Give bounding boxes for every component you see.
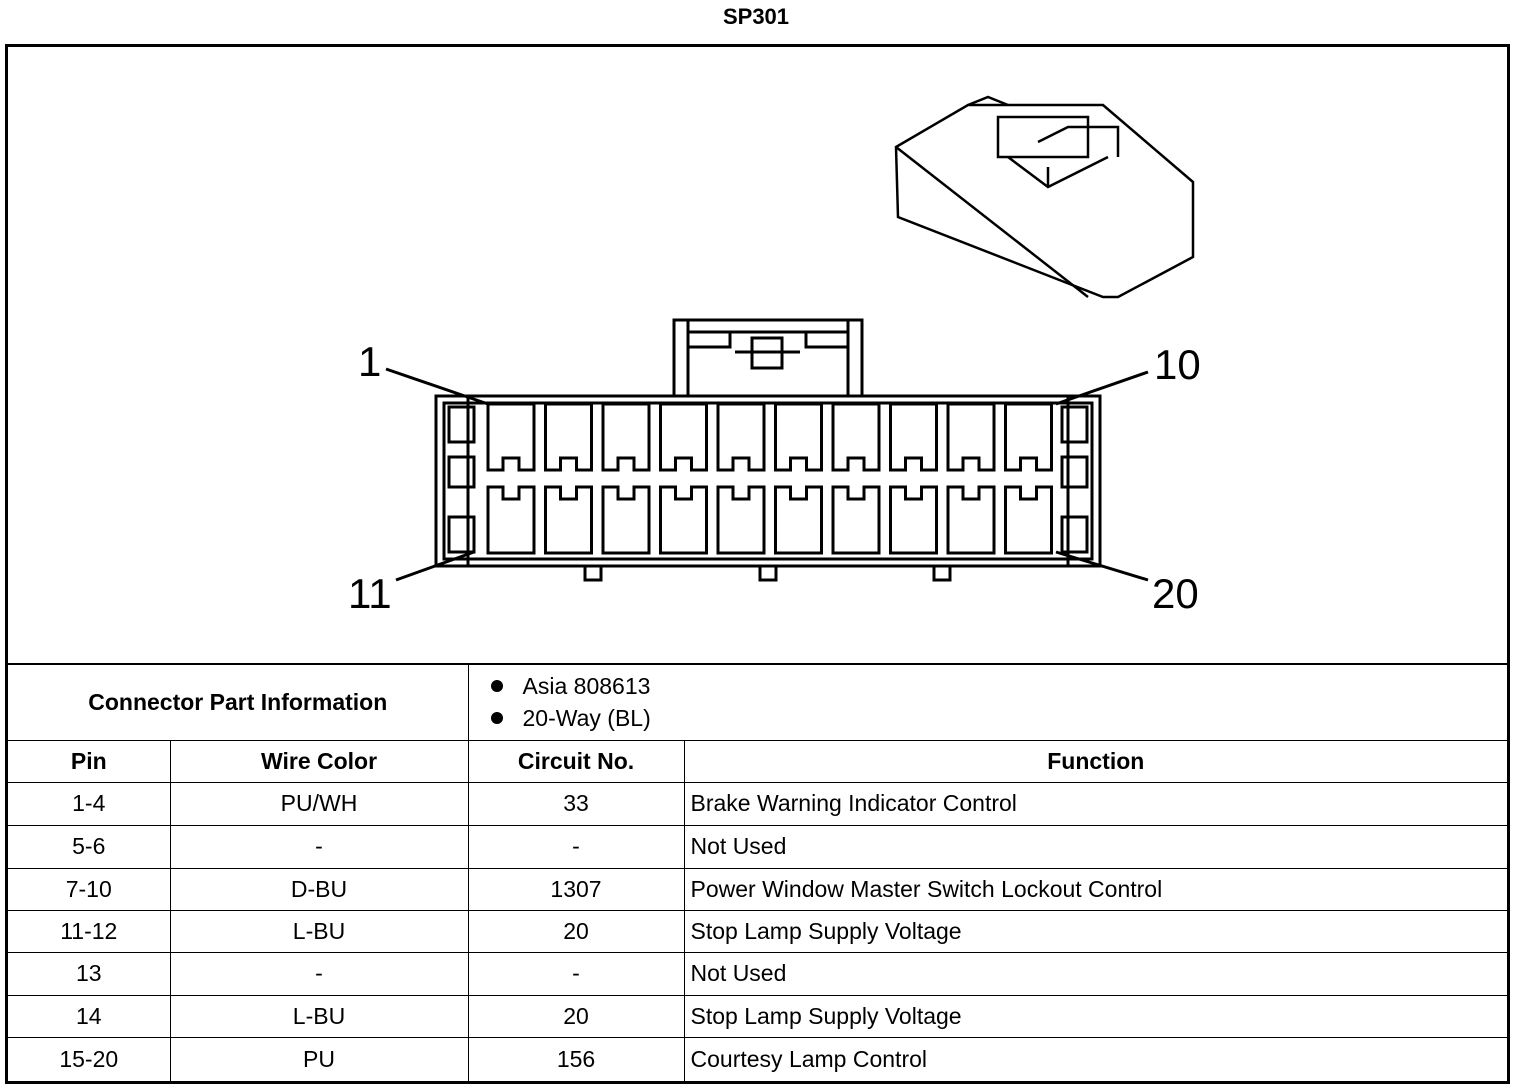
diagram-title: SP301 (722, 4, 790, 29)
connector-cavity (831, 402, 881, 472)
part-info-item: Asia 808613 (490, 670, 1502, 702)
header-function: Function (683, 739, 1508, 783)
pin-label-11: 11 (348, 570, 392, 617)
cell-circuit-no: 1307 (467, 867, 685, 911)
connector-cavity (716, 402, 766, 472)
part-info-label: Connector Part Information (8, 663, 469, 741)
cell-function: Power Window Master Switch Lockout Contr… (683, 867, 1508, 911)
cell-pin: 14 (8, 994, 171, 1038)
connector-cavity (1004, 402, 1053, 472)
connector-frame: 1 10 11 20 Connector Part Information As… (5, 44, 1510, 1084)
table-row: 14 L-BU 20 Stop Lamp Supply Voltage (8, 994, 1508, 1038)
connector-cavity (601, 402, 651, 472)
cell-function: Courtesy Lamp Control (683, 1036, 1508, 1082)
connector-cavity (716, 485, 766, 555)
table-header-row: Pin Wire Color Circuit No. Function (8, 739, 1508, 783)
part-info-list: Asia 808613 20-Way (BL) (467, 663, 1508, 741)
header-wire-color: Wire Color (169, 739, 469, 783)
connector-cavity (601, 485, 651, 555)
pinout-table: Connector Part Information Asia 808613 2… (8, 663, 1508, 1082)
header-circuit-no: Circuit No. (467, 739, 685, 783)
cell-function: Stop Lamp Supply Voltage (683, 994, 1508, 1038)
connector-cavity (889, 485, 938, 555)
cell-circuit-no: 33 (467, 781, 685, 826)
cell-function: Not Used (683, 824, 1508, 869)
connector-cavity (946, 402, 996, 472)
cell-pin: 1-4 (8, 781, 171, 826)
bullet-icon (490, 712, 503, 725)
cell-pin: 11-12 (8, 909, 171, 953)
leader-line-1 (385, 367, 489, 406)
cell-wire-color: L-BU (169, 994, 469, 1038)
pin-label-10: 10 (1154, 341, 1201, 388)
cell-wire-color: - (169, 824, 469, 869)
pin-label-20: 20 (1152, 570, 1199, 617)
connector-cavity (486, 485, 536, 555)
bullet-icon (490, 680, 503, 693)
connector-cavity (659, 485, 708, 555)
pin-label-1: 1 (358, 338, 382, 385)
connector-diagram: 1 10 11 20 (8, 47, 1507, 663)
connector-cavity (544, 485, 593, 555)
connector-face-outline (434, 318, 1102, 582)
cell-pin: 13 (8, 951, 171, 996)
leader-line-11 (395, 550, 475, 582)
connector-cavity (889, 402, 938, 472)
header-pin: Pin (8, 739, 171, 783)
cell-wire-color: PU (169, 1036, 469, 1082)
cell-circuit-no: 20 (467, 909, 685, 953)
cell-function: Not Used (683, 951, 1508, 996)
table-row: 1-4 PU/WH 33 Brake Warning Indicator Con… (8, 781, 1508, 826)
connector-cavity (486, 402, 536, 472)
connector-cavity (946, 485, 996, 555)
cell-circuit-no: 156 (467, 1036, 685, 1082)
connector-cavities (486, 402, 1053, 555)
connector-cavity (774, 402, 823, 472)
cell-circuit-no: - (467, 951, 685, 996)
cell-pin: 5-6 (8, 824, 171, 869)
cell-circuit-no: 20 (467, 994, 685, 1038)
table-row: 13 - - Not Used (8, 951, 1508, 996)
connector-cavity (831, 485, 881, 555)
table-row: 15-20 PU 156 Courtesy Lamp Control (8, 1036, 1508, 1082)
cell-wire-color: D-BU (169, 867, 469, 911)
leader-line-10 (1055, 370, 1149, 406)
connector-cavity (1004, 485, 1053, 555)
cell-function: Stop Lamp Supply Voltage (683, 909, 1508, 953)
cell-pin: 15-20 (8, 1036, 171, 1082)
cell-function: Brake Warning Indicator Control (683, 781, 1508, 826)
table-row: 11-12 L-BU 20 Stop Lamp Supply Voltage (8, 909, 1508, 953)
part-info-row: Connector Part Information Asia 808613 2… (8, 663, 1508, 741)
connector-3d-view (894, 95, 1195, 299)
cell-wire-color: - (169, 951, 469, 996)
cell-circuit-no: - (467, 824, 685, 869)
table-row: 5-6 - - Not Used (8, 824, 1508, 869)
part-info-item: 20-Way (BL) (490, 702, 1502, 734)
table-row: 7-10 D-BU 1307 Power Window Master Switc… (8, 867, 1508, 911)
cell-wire-color: L-BU (169, 909, 469, 953)
leader-line-20 (1055, 550, 1149, 582)
connector-cavity (544, 402, 593, 472)
connector-drawing (385, 95, 1195, 582)
connector-cavity (659, 402, 708, 472)
connector-cavity (774, 485, 823, 555)
cell-wire-color: PU/WH (169, 781, 469, 826)
cell-pin: 7-10 (8, 867, 171, 911)
